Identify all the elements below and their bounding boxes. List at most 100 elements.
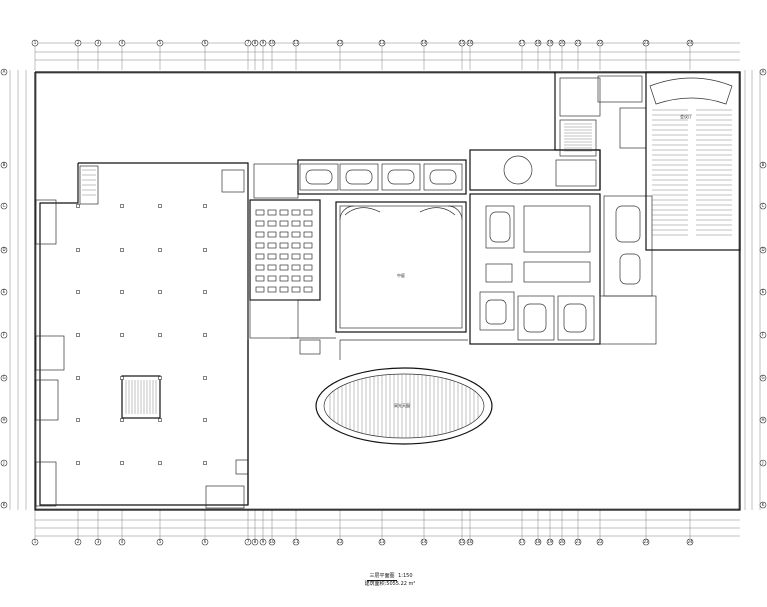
dining-table: [291, 220, 301, 227]
private-room: [381, 163, 421, 191]
axis-bubble-left: [0, 459, 8, 467]
structural-column: [203, 376, 207, 380]
axis-label-right: A: [762, 69, 765, 74]
structural-column: [203, 204, 207, 208]
dining-table: [255, 275, 265, 282]
axis-label-right: B: [762, 162, 765, 167]
structural-column: [158, 418, 162, 422]
axis-label-bottom: 21: [575, 539, 581, 544]
axis-label-bottom: 2: [77, 539, 80, 544]
auditorium-label: 会议厅: [680, 113, 692, 119]
axis-label-top: 2: [77, 40, 80, 45]
axis-label-top: 9: [262, 40, 265, 45]
structural-column: [158, 204, 162, 208]
axis-label-bottom: 14: [421, 539, 427, 544]
axis-label-left: D: [2, 247, 5, 252]
axis-label-bottom: 11: [293, 539, 299, 544]
skylight-label: 采光天窗: [394, 402, 410, 408]
axis-bubble-left: [0, 374, 8, 382]
axis-label-left: G: [2, 375, 5, 380]
dining-table: [303, 264, 313, 271]
axis-label-top: 23: [643, 40, 649, 45]
dining-table: [291, 253, 301, 260]
axis-label-top: 21: [575, 40, 581, 45]
building-outline: [34, 71, 741, 511]
axis-label-top: 16: [467, 40, 473, 45]
axis-label-top: 20: [559, 40, 565, 45]
dining-table: [303, 220, 313, 227]
dining-table: [279, 220, 289, 227]
structural-column: [120, 418, 124, 422]
private-room-table: [387, 169, 415, 185]
axis-label-left: K: [3, 502, 6, 507]
axis-label-bottom: 16: [467, 539, 473, 544]
axis-bubble-left: [0, 501, 8, 509]
dining-table: [279, 253, 289, 260]
dining-table: [267, 209, 277, 216]
axis-label-left: A: [3, 69, 6, 74]
dining-table: [291, 242, 301, 249]
axis-label-left: C: [3, 203, 6, 208]
axis-label-bottom: 12: [337, 539, 343, 544]
axis-label-top: 12: [337, 40, 343, 45]
axis-label-bottom: 5: [159, 539, 162, 544]
axis-label-top: 15: [459, 40, 465, 45]
meeting-rooms-block: [469, 149, 657, 345]
axis-label-top: 4: [121, 40, 124, 45]
axis-bubble-left: [0, 68, 8, 76]
axis-label-bottom: 20: [559, 539, 565, 544]
structural-column: [158, 376, 162, 380]
axis-label-bottom: 1: [34, 539, 37, 544]
dining-table: [255, 231, 265, 238]
axis-label-top: 13: [379, 40, 385, 45]
dining-table: [291, 264, 301, 271]
structural-column: [120, 248, 124, 252]
dining-table: [267, 253, 277, 260]
axis-bubble-right: [759, 501, 767, 509]
axis-bubble-right: [759, 161, 767, 169]
axis-label-top: 19: [547, 40, 553, 45]
dining-table: [255, 209, 265, 216]
structural-column: [203, 290, 207, 294]
private-room-table: [305, 169, 333, 185]
dining-table: [255, 253, 265, 260]
axis-label-top: 24: [687, 40, 693, 45]
axis-bubble-left: [0, 331, 8, 339]
dining-table: [303, 242, 313, 249]
axis-label-bottom: 8: [254, 539, 257, 544]
axis-label-bottom: 15: [459, 539, 465, 544]
oval-skylight: 采光天窗: [315, 367, 493, 445]
axis-label-bottom: 13: [379, 539, 385, 544]
axis-label-top: 10: [269, 40, 275, 45]
axis-bubble-right: [759, 246, 767, 254]
axis-label-top: 8: [254, 40, 257, 45]
dining-table: [291, 275, 301, 282]
axis-label-top: 6: [204, 40, 207, 45]
private-room: [423, 163, 463, 191]
restaurant-zone: [249, 163, 321, 339]
axis-label-top: 22: [597, 40, 603, 45]
bottom-dimension-lines: [35, 519, 740, 537]
dining-table: [279, 242, 289, 249]
dining-table: [279, 264, 289, 271]
dining-table: [303, 275, 313, 282]
structural-column: [120, 204, 124, 208]
dining-table: [303, 231, 313, 238]
dining-table: [291, 209, 301, 216]
axis-label-top: 7: [247, 40, 250, 45]
dining-table: [267, 264, 277, 271]
dining-table: [267, 242, 277, 249]
structural-column: [158, 248, 162, 252]
structural-column: [120, 290, 124, 294]
drawing-title: 三层平面图: [367, 573, 397, 581]
dining-table: [279, 231, 289, 238]
axis-bubble-right: [759, 202, 767, 210]
axis-label-right: J: [761, 460, 763, 465]
axis-bubble-right: [759, 288, 767, 296]
dining-table: [255, 286, 265, 293]
private-room: [299, 163, 339, 191]
